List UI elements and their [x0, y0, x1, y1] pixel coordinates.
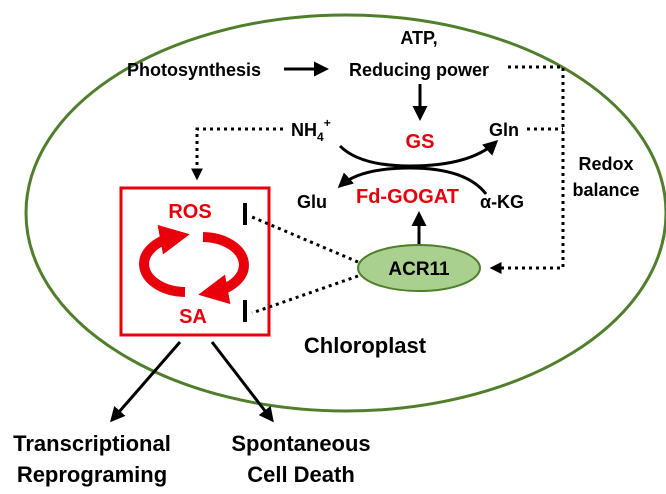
chloroplast-membrane: [24, 13, 666, 413]
ros-label: ROS: [168, 201, 211, 223]
reprograming-label: Reprograming: [17, 462, 167, 487]
acr11-inhibits-ros-line: [251, 215, 359, 264]
acr11-node: [357, 244, 481, 292]
transcriptional-label: Transcriptional: [13, 431, 171, 456]
redox-dotted-line: [489, 65, 565, 274]
reducing-power-label: Reducing power: [349, 60, 489, 80]
ros-sa-box: [119, 186, 271, 337]
gogat-reaction-curve: [337, 166, 488, 195]
balance-label: balance: [572, 180, 639, 200]
ros-to-sa-cycle-arrow: [198, 232, 249, 305]
gs-reaction-curve: [338, 139, 499, 168]
akg-label: α-KG: [480, 192, 524, 212]
spontaneous-label: Spontaneous: [231, 431, 370, 456]
acr11-inhibits-sa-line: [251, 274, 359, 315]
atp-label: ATP,: [400, 28, 437, 48]
nh4-label: NH4+: [291, 116, 331, 144]
fd-gogat-label: Fd-GOGAT: [356, 186, 459, 208]
chloroplast-label: Chloroplast: [304, 333, 427, 358]
transcriptional-output-arrow: [110, 341, 182, 423]
acr11-label: ACR11: [388, 259, 450, 280]
cell-death-label: Cell Death: [247, 462, 355, 487]
photosynthesis-label: Photosynthesis: [127, 60, 261, 80]
gs-label: GS: [406, 131, 435, 153]
cell-death-output-arrow: [210, 341, 274, 423]
glu-label: Glu: [297, 192, 327, 212]
sa-to-ros-cycle-arrow: [139, 224, 190, 297]
gln-label: Gln: [489, 120, 519, 140]
sa-label: SA: [179, 306, 207, 328]
redox-label: Redox: [578, 154, 633, 174]
nh4-dotted-line: [191, 127, 283, 181]
